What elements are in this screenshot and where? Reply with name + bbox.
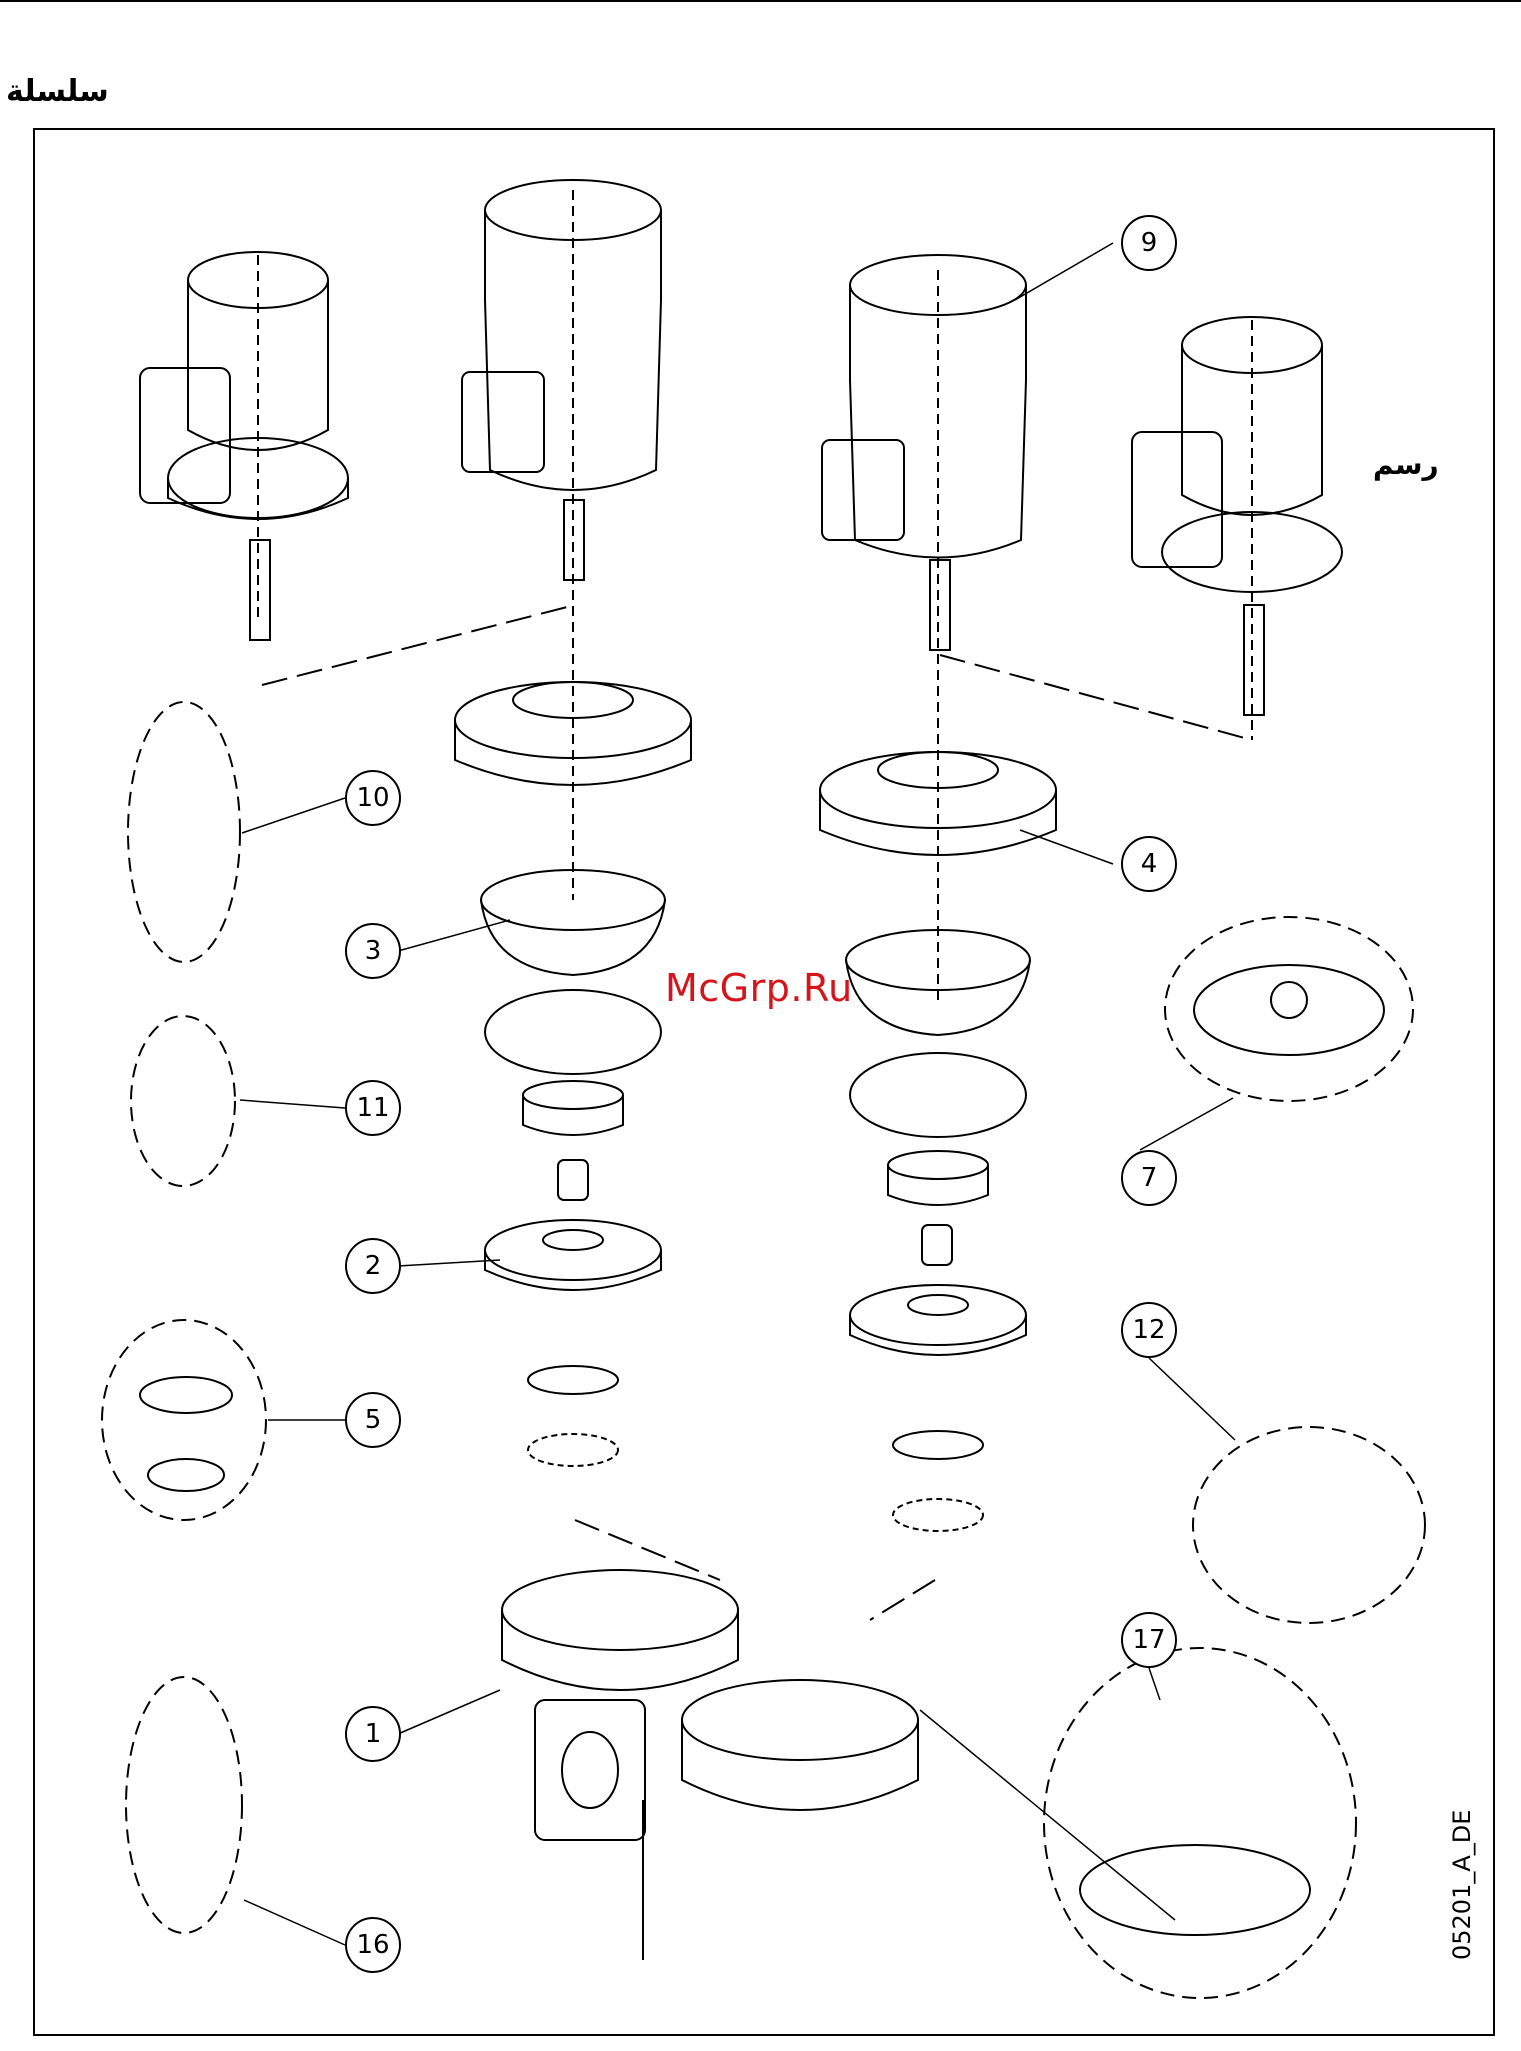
wear-ring-left [523,1081,623,1135]
callout-11: 11 [345,1080,401,1136]
callout-5: 5 [345,1392,401,1448]
callout-9: 9 [1121,215,1177,271]
callout-1: 1 [345,1706,401,1762]
callout-17: 17 [1121,1612,1177,1668]
wear-ring-right [888,1151,988,1205]
impeller-right [850,1285,1026,1355]
motor-large-right [822,255,1026,1000]
drawing-code: 05201_A_DE [1448,1810,1476,1960]
mech-seal-left [558,1160,588,1200]
motor-small-right [1132,317,1342,740]
callout-3: 3 [345,923,401,979]
pump-body [502,1570,918,1960]
lower-rings-left [528,1366,618,1466]
mech-seal-right [922,1225,952,1265]
impeller-left [485,1220,661,1290]
o-ring-right [850,1053,1026,1137]
motor-small-left [140,252,348,640]
motor-large-center [462,180,661,900]
watermark-text: McGrp.Ru [665,966,853,1010]
o-ring-left [485,990,661,1074]
side-figure-label: رسم [1373,448,1439,481]
callout-4: 4 [1121,836,1177,892]
detail-groups [102,702,1425,1998]
callout-10: 10 [345,770,401,826]
callout-16: 16 [345,1917,401,1973]
callout-7: 7 [1121,1150,1177,1206]
lower-rings-right [893,1431,983,1531]
callout-12: 12 [1121,1302,1177,1358]
alignment-lines [262,605,1252,1620]
callout-2: 2 [345,1238,401,1294]
